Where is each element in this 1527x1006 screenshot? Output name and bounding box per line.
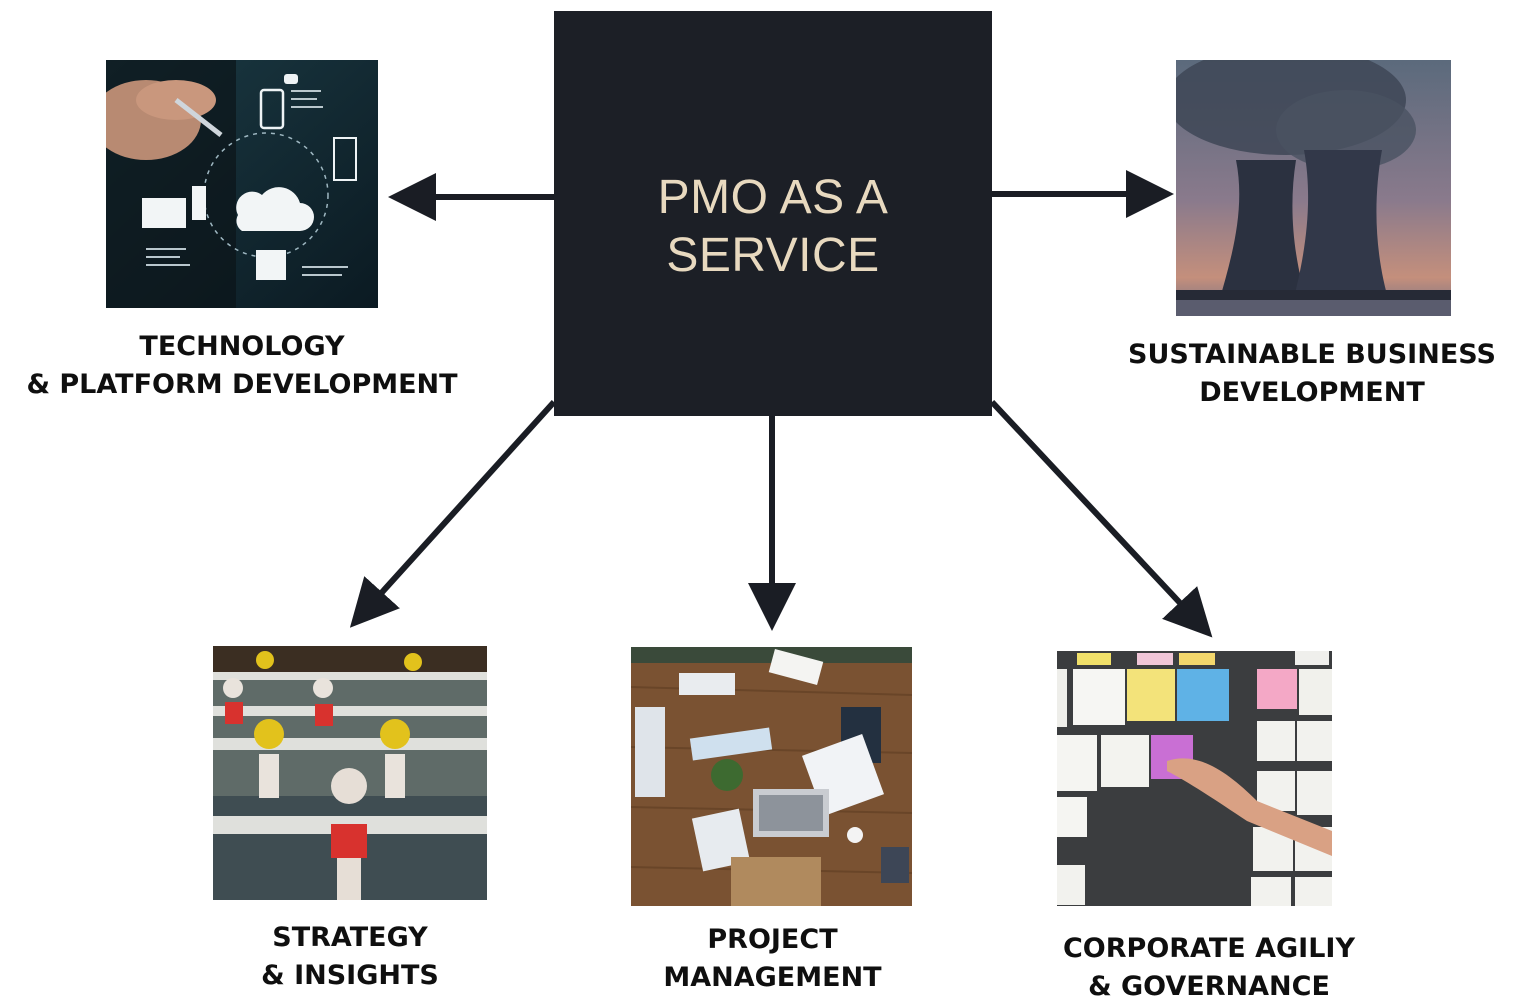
- project-label: PROJECT MANAGEMENT: [663, 924, 882, 993]
- agility-label: CORPORATE AGILIY & GOVERNANCE: [1062, 933, 1356, 1002]
- sustainable-label: SUSTAINABLE BUSINESS DEVELOPMENT: [1128, 339, 1496, 408]
- arrow-to-agility: [989, 399, 1213, 638]
- center-title: PMO AS A SERVICE: [657, 171, 889, 282]
- arrow-to-strategy: [349, 399, 557, 628]
- technology-photo: [106, 60, 378, 308]
- technology-label: TECHNOLOGY & PLATFORM DEVELOPMENT: [26, 331, 458, 400]
- foosball-photo: [213, 646, 487, 900]
- cooling-towers-photo: [1176, 60, 1451, 316]
- strategy-label: STRATEGY & INSIGHTS: [261, 922, 439, 991]
- sticky-notes-photo: [1057, 651, 1332, 906]
- center-box: PMO AS A SERVICE: [554, 11, 992, 416]
- meeting-table-photo: [631, 647, 912, 906]
